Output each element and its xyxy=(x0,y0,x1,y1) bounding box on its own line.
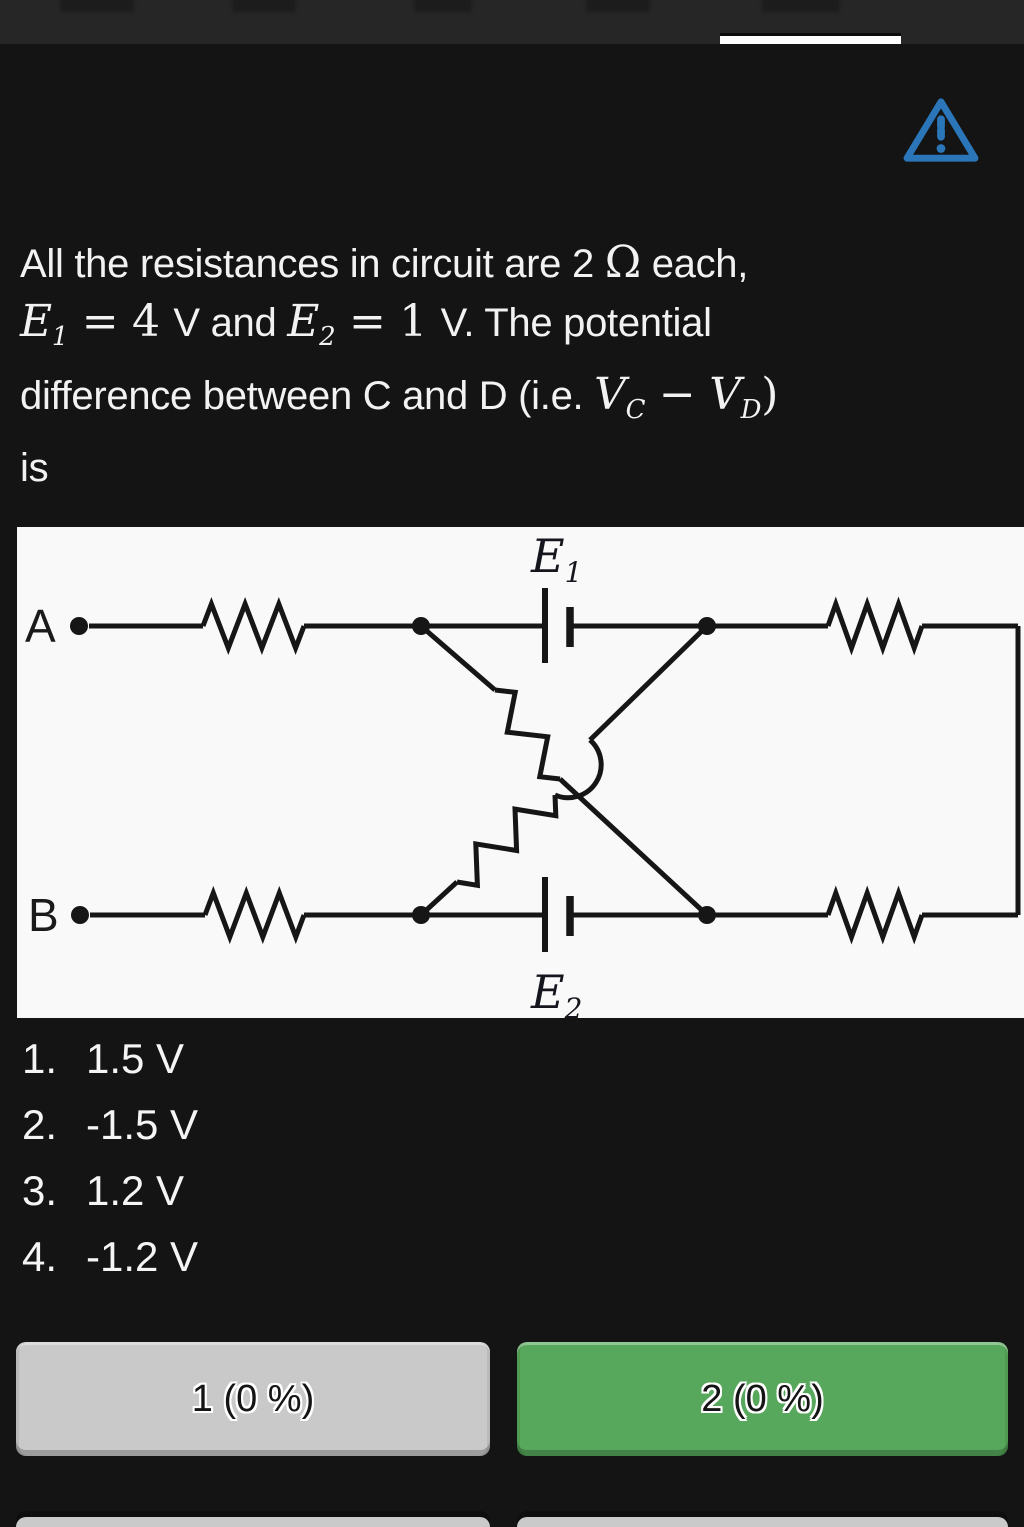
option-2[interactable]: 2. -1.5 V xyxy=(22,1092,198,1158)
question-line-3: difference between C and D (i.e. VC − VD… xyxy=(20,369,779,425)
active-tab-indicator xyxy=(720,33,901,44)
battery-e2-label: E2 xyxy=(531,965,583,1025)
option-number: 3. xyxy=(22,1167,58,1214)
option-3[interactable]: 3. 1.2 V xyxy=(22,1158,198,1224)
tab-item[interactable] xyxy=(232,0,296,12)
question-line-4: is xyxy=(20,446,49,490)
tab-item[interactable] xyxy=(762,0,840,12)
option-number: 4. xyxy=(22,1233,58,1280)
question-text: All the resistances in circuit are 2 Ω e… xyxy=(20,234,1010,497)
option-number: 1. xyxy=(22,1035,58,1082)
answer-stat-button-4-partial[interactable] xyxy=(517,1517,1008,1527)
node-b-label: B xyxy=(28,889,59,941)
option-number: 2. xyxy=(22,1101,58,1148)
option-1[interactable]: 1. 1.5 V xyxy=(22,1026,198,1092)
tab-item[interactable] xyxy=(586,0,650,12)
circuit-figure: A B E1 E2 xyxy=(17,527,1024,1025)
options-list: 1. 1.5 V 2. -1.5 V 3. 1.2 V 4. -1.2 V xyxy=(22,1026,198,1290)
tab-item[interactable] xyxy=(60,0,134,12)
option-text: 1.2 V xyxy=(86,1167,185,1214)
question-line-1: All the resistances in circuit are 2 Ω e… xyxy=(20,237,749,288)
option-text: -1.2 V xyxy=(86,1233,199,1280)
answer-stat-button-3-partial[interactable] xyxy=(16,1517,490,1527)
question-line-2: E1 = 4 V and E2 = 1 V. The potential xyxy=(20,296,712,352)
circuit-diagram xyxy=(70,588,1021,952)
option-text: 1.5 V xyxy=(86,1035,185,1082)
top-tab-bar xyxy=(0,0,1024,44)
answer-stat-button-2[interactable]: 2 (0 %) xyxy=(517,1342,1008,1456)
tab-item[interactable] xyxy=(414,0,472,12)
warning-triangle-icon xyxy=(900,95,982,165)
answer-stat-button-1[interactable]: 1 (0 %) xyxy=(16,1342,490,1456)
option-text: -1.5 V xyxy=(86,1101,199,1148)
battery-e1-label: E1 xyxy=(531,529,583,589)
node-a-label: A xyxy=(25,600,56,652)
option-4[interactable]: 4. -1.2 V xyxy=(22,1224,198,1290)
